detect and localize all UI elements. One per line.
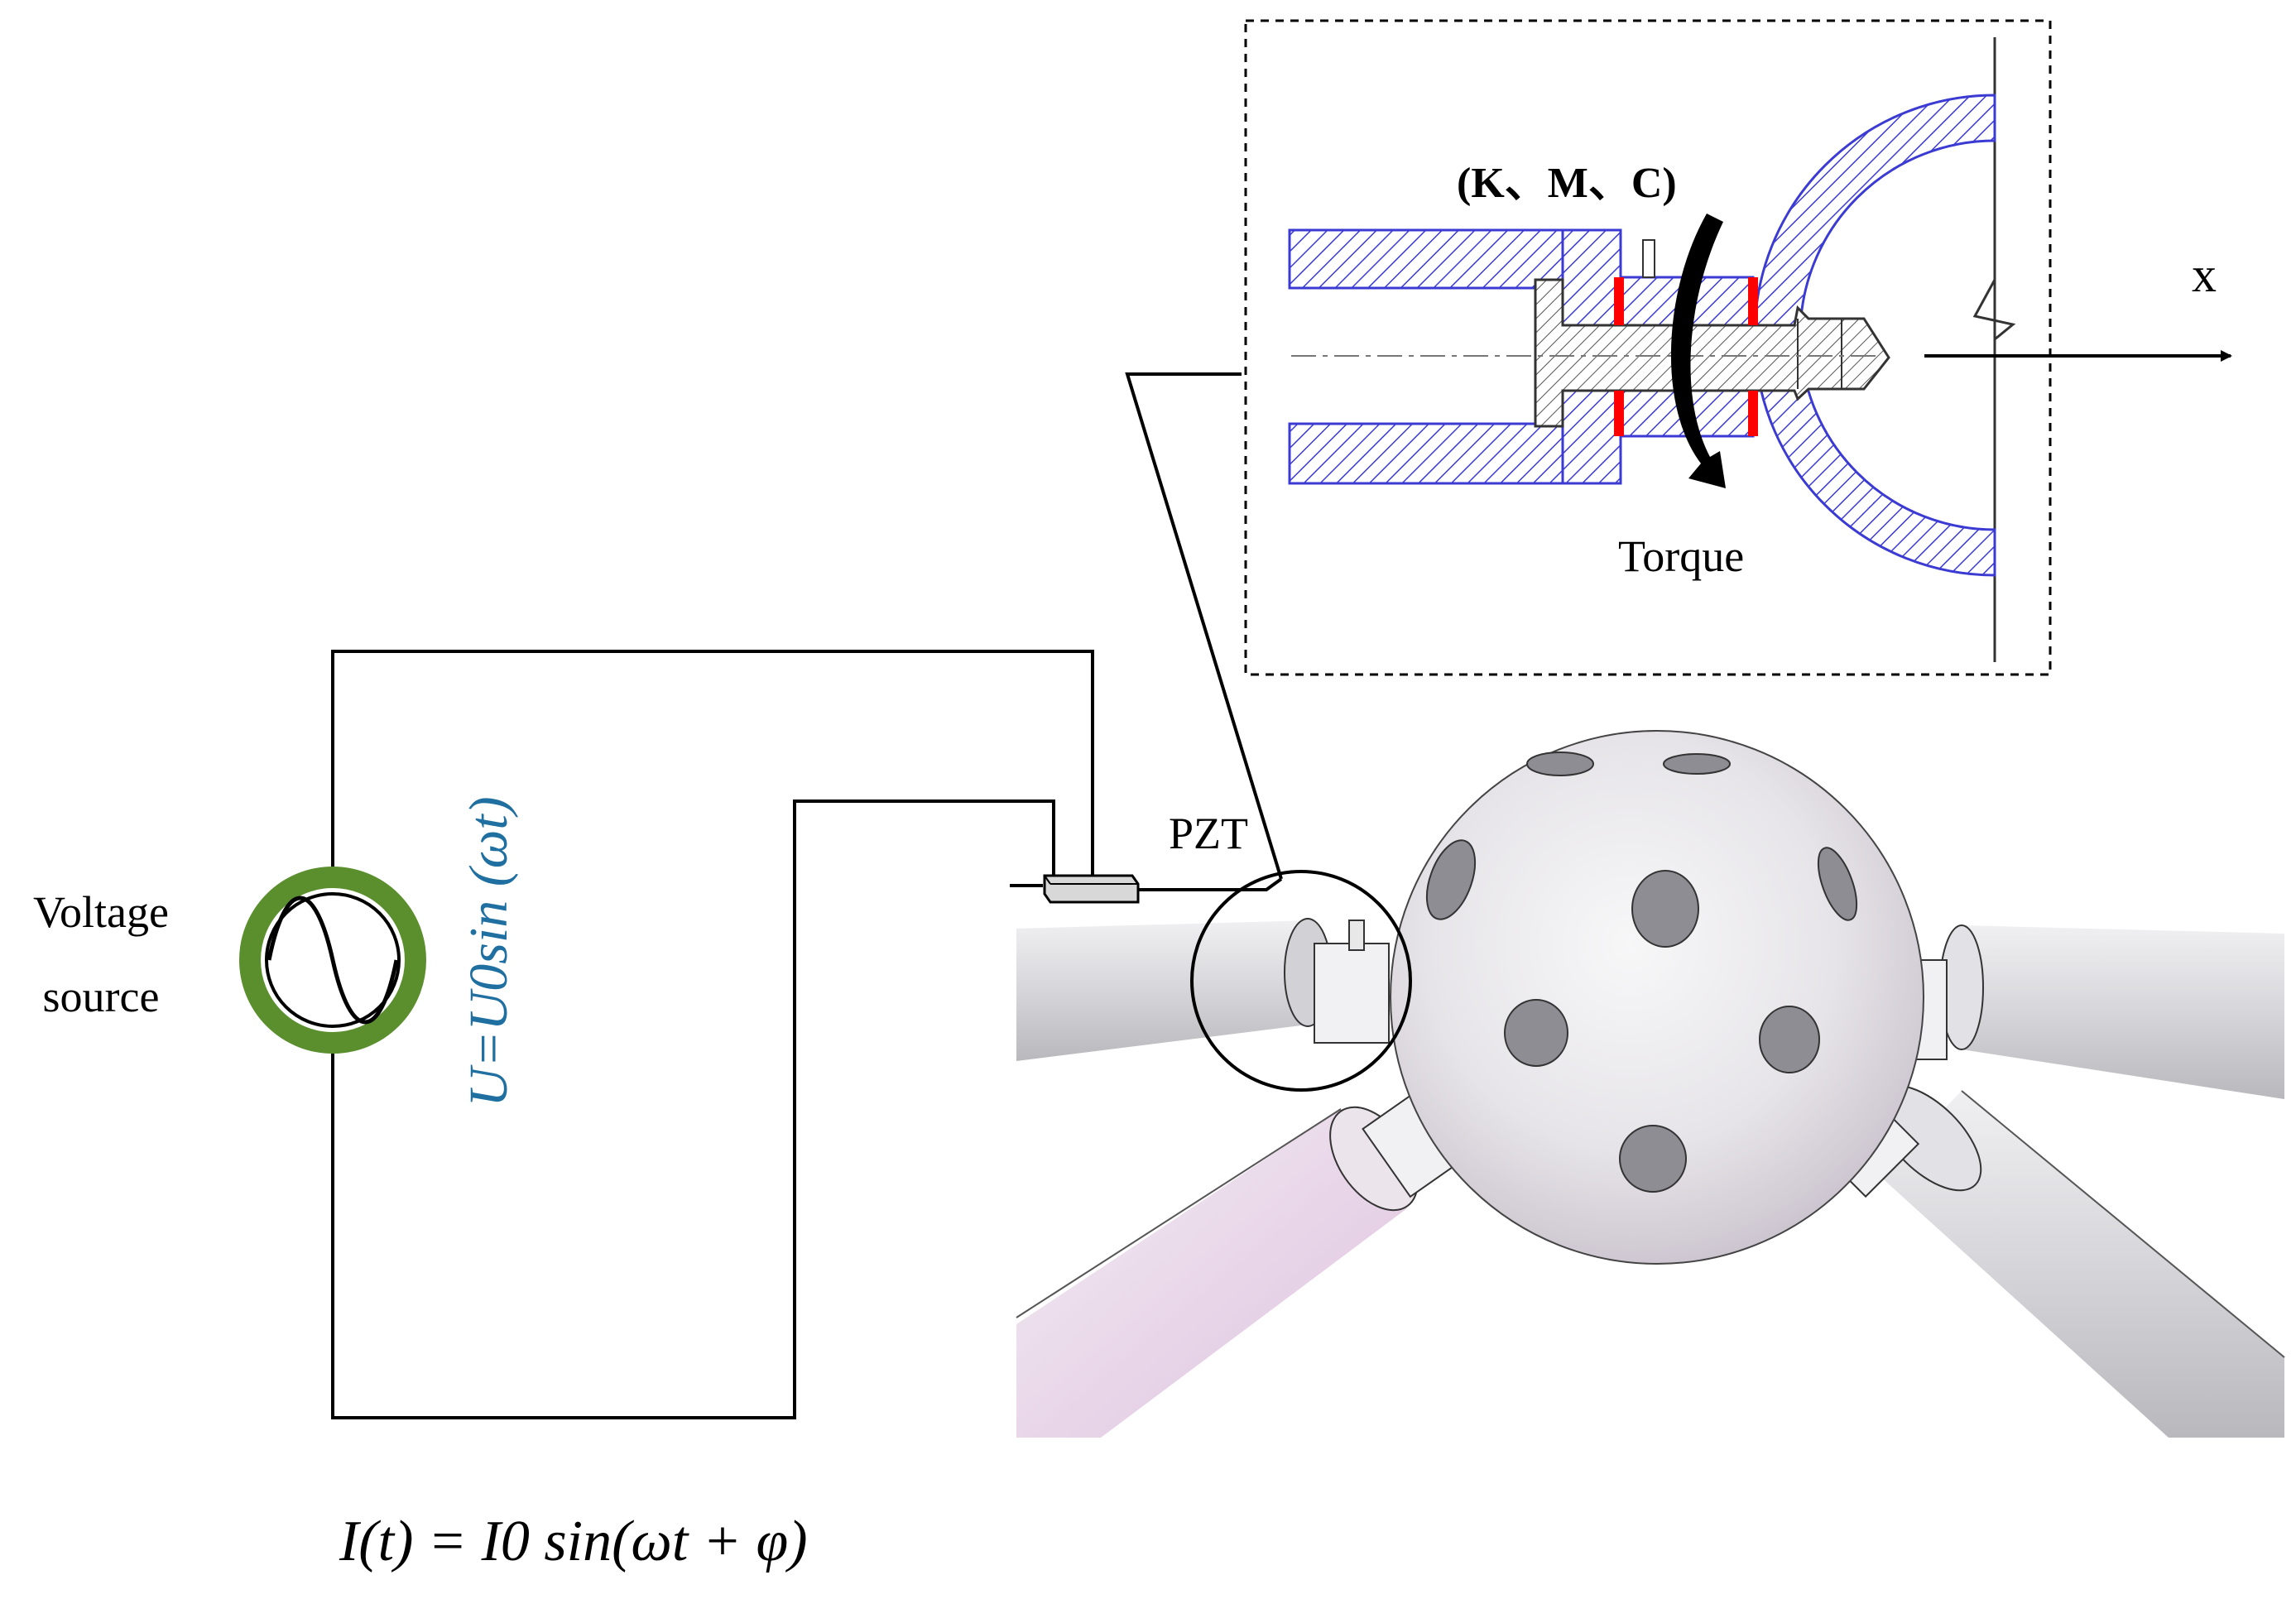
torque-label: Torque [1618, 531, 1744, 581]
contact-interfaces [1614, 277, 1758, 436]
current-formula: I(t) = I0 sin(ωt + φ) [339, 1510, 808, 1573]
detail-inset: (K、M、C) Torque [1244, 19, 2232, 676]
left-connector [1314, 943, 1390, 1044]
ball-joint [1390, 730, 1924, 1265]
zoom-callout [1125, 372, 1412, 1092]
circuit-wiring [331, 650, 1283, 1419]
ac-sine-icon [239, 867, 426, 1054]
voltage-formula: U=U0sin (ωt) [459, 796, 519, 1107]
ball-holes [1425, 751, 1858, 1193]
voltage-source-label-2: source [43, 972, 160, 1021]
kmc-label: (K、M、C) [1457, 160, 1677, 207]
curved-arrow-icon [1670, 214, 1726, 488]
space-frame-render [1016, 730, 2285, 1438]
voltage-source-label-1: Voltage [33, 887, 169, 937]
pzt-label: PZT [1169, 809, 1248, 858]
pzt-patch [1043, 874, 1140, 904]
x-axis-label: x [2192, 247, 2217, 302]
